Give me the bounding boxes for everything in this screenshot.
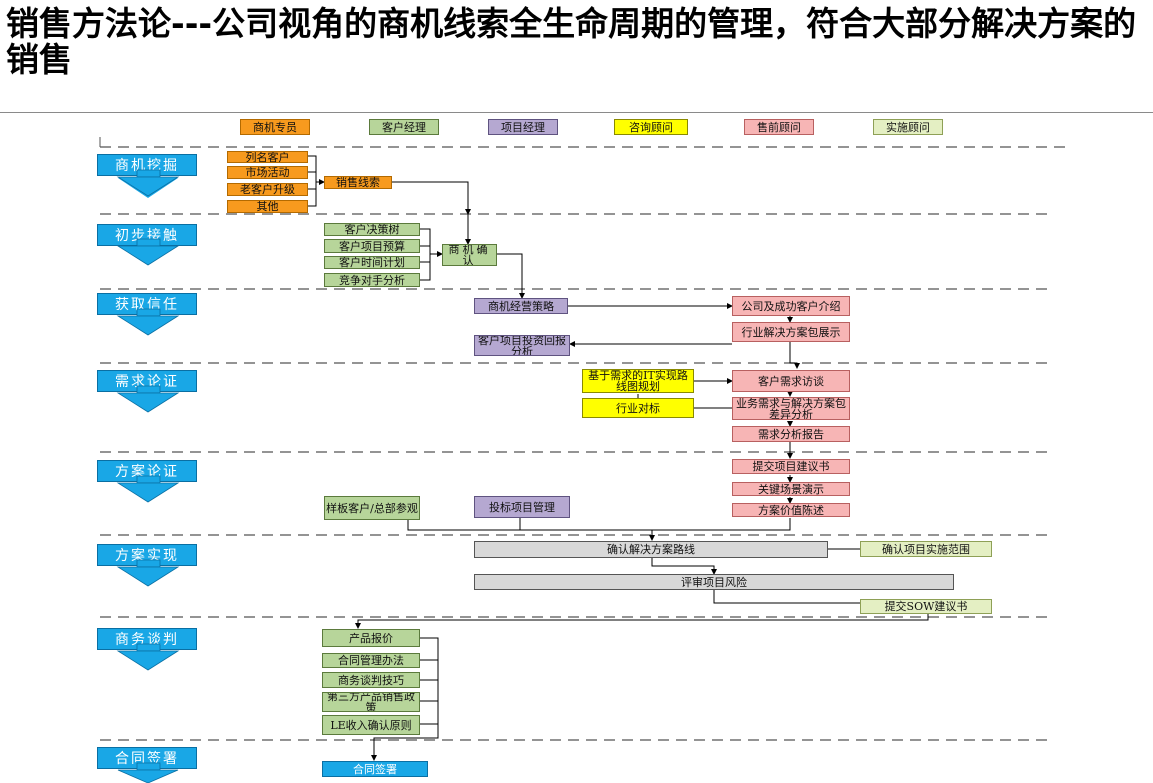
box-submit-sow: 提交SOW建议书 [860,599,992,614]
stage-solution-validation: 方案论证 [97,460,197,482]
box-time-plan: 客户时间计划 [324,256,420,269]
box-needs-interview: 客户需求访谈 [732,370,850,392]
box-contract-signing: 合同签署 [322,761,428,777]
box-company-intro: 公司及成功客户介绍 [732,296,850,316]
stage-arrow-1 [136,169,161,178]
box-bid-management: 投标项目管理 [474,496,570,518]
box-roi-analysis: 客户项目投资回报分析 [474,335,570,356]
box-decision-tree: 客户决策树 [324,223,420,236]
box-product-quote: 产品报价 [322,629,420,647]
box-it-roadmap: 基于需求的IT实现路线图规划 [582,369,694,393]
box-opportunity-strategy: 商机经营策略 [474,298,568,314]
box-review-risk: 评审项目风险 [474,574,954,590]
stage-requirement-validation: 需求论证 [97,370,197,392]
box-listed-customers: 列名客户 [227,151,308,163]
box-opportunity-confirm: 商机确认 [442,244,497,266]
box-marketing-events: 市场活动 [227,166,308,179]
box-other: 其他 [227,200,308,213]
box-customer-upgrade: 老客户升级 [227,183,308,196]
box-reference-visit: 样板客户/总部参观 [324,496,420,520]
box-solution-showcase: 行业解决方案包展示 [732,322,850,342]
title-divider [0,112,1153,113]
box-third-party-policy: 第三方产品销售政策 [322,692,420,712]
box-negotiation-skills: 商务谈判技巧 [322,672,420,688]
box-value-statement: 方案价值陈述 [732,503,850,517]
legend-business-specialist: 商机专员 [240,119,310,135]
box-submit-proposal: 提交项目建议书 [732,459,850,474]
box-contract-rules: 合同管理办法 [322,653,420,668]
box-confirm-scope: 确认项目实施范围 [860,541,992,557]
box-project-budget: 客户项目预算 [324,239,420,253]
legend-project-manager: 项目经理 [488,119,558,135]
legend-account-manager: 客户经理 [369,119,439,135]
box-competitor-analysis: 竞争对手分析 [324,273,420,287]
box-needs-report: 需求分析报告 [732,426,850,442]
box-gap-analysis: 业务需求与解决方案包差异分析 [732,397,850,420]
box-key-scenario-demo: 关键场景演示 [732,482,850,496]
box-sales-leads: 销售线索 [324,176,392,189]
box-industry-benchmark: 行业对标 [582,398,694,418]
stage-opportunity-mining: 商机挖掘 [97,154,197,176]
legend-implementation: 实施顾问 [873,119,943,135]
box-revenue-recognition: LE收入确认原则 [322,715,420,735]
box-confirm-solution-route: 确认解决方案路线 [474,541,828,558]
legend-consultant: 咨询顾问 [614,119,688,135]
page-title: 销售方法论---公司视角的商机线索全生命周期的管理，符合大部分解决方案的销售 [6,4,1137,79]
legend-presales: 售前顾问 [744,119,814,135]
